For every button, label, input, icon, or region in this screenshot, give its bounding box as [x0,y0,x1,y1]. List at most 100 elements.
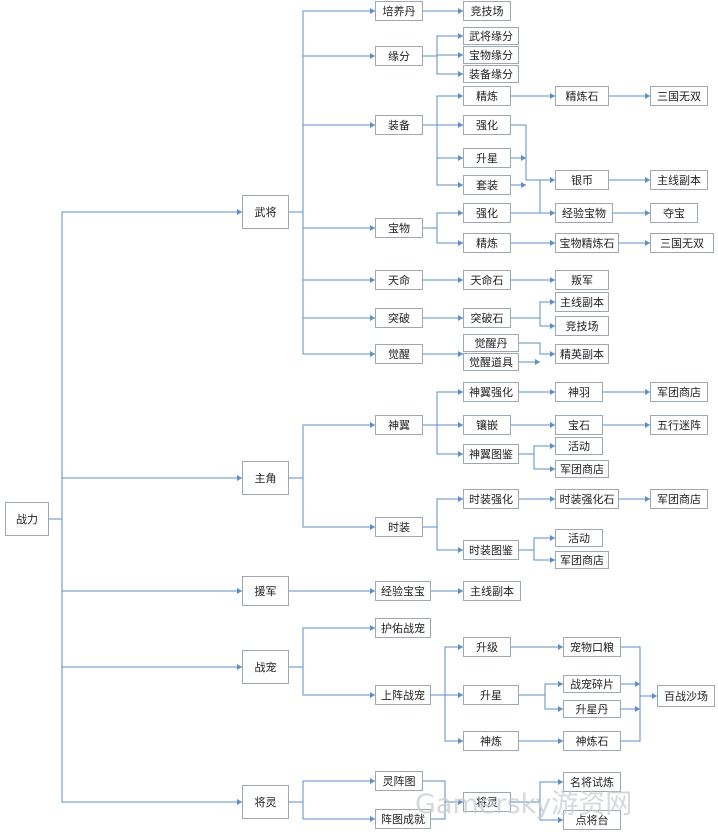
connector-15 [436,56,463,75]
arrowhead-77 [558,779,563,785]
node-zhuxian3: 主线副本 [463,581,521,601]
arrowhead-58 [370,588,375,594]
node-yuanjun: 援军 [242,576,289,606]
arrowhead-36 [550,299,555,305]
connector-13 [423,35,463,57]
node-wujiang-yf: 武将缘分 [463,27,519,45]
arrowhead-31 [645,240,650,246]
node-taozhuang: 套装 [463,175,511,195]
node-jiangling2: 将灵 [463,792,511,812]
connector-36 [511,301,555,319]
connector-0 [49,211,242,520]
arrowhead-20 [550,93,555,99]
node-huyou: 护佑战宠 [375,618,431,638]
arrowhead-64 [458,738,463,744]
node-qianghua2: 强化 [463,203,511,223]
node-suipian: 战宠碎片 [563,675,621,693]
connector-75 [423,780,463,803]
node-shengji: 升级 [463,637,511,657]
node-peiyangdan: 培养丹 [375,1,423,21]
arrowhead-54 [550,496,555,502]
arrowhead-44 [458,422,463,428]
connector-42 [302,478,375,528]
arrowhead-62 [458,644,463,650]
arrowhead-56 [550,535,555,541]
node-shengxingdan: 升星丹 [563,700,621,718]
node-juexingdan: 觉醒丹 [463,334,519,352]
node-sanguo1: 三国无双 [650,86,708,106]
arrowhead-60 [370,625,375,631]
arrowhead-42 [370,524,375,530]
connector-4 [61,519,242,803]
node-zhanchong: 战宠 [242,650,289,684]
node-shangzhen: 上阵战宠 [375,685,431,705]
arrowhead-37 [550,323,555,329]
arrowhead-70 [635,681,640,687]
node-baoshi: 宝石 [555,415,603,435]
connector-62 [431,646,463,696]
connector-53 [436,527,463,551]
node-jingyan-baowu: 经验宝物 [555,203,613,223]
node-wujiang: 武将 [242,195,289,229]
arrowhead-21 [645,93,650,99]
node-jingying: 精英副本 [555,344,609,364]
arrowhead-46 [550,389,555,395]
arrowhead-19 [458,182,463,188]
connector-77 [511,781,563,803]
connector-51 [533,454,555,470]
node-juntuan1: 军团商店 [650,382,708,402]
arrowhead-47 [645,389,650,395]
connector-67 [544,695,563,710]
node-zhuxian2: 主线副本 [555,292,609,312]
arrowhead-4 [237,799,242,805]
arrowhead-0 [237,209,242,215]
node-xiangqian: 镶嵌 [463,415,511,435]
node-kouliang: 宠物口粮 [563,637,621,657]
node-zhentu-cj: 阵图成就 [375,809,431,829]
arrowhead-68 [558,738,563,744]
arrowhead-11 [370,351,375,357]
arrowhead-75 [458,799,463,805]
arrowhead-59 [458,588,463,594]
node-qianghua1: 强化 [463,115,511,135]
arrowhead-14 [458,52,463,58]
node-shenyi-qh: 神翼强化 [463,382,519,402]
node-shenyi: 神翼 [375,415,423,435]
node-jingjichang2: 竞技场 [555,316,609,336]
arrowhead-6 [370,53,375,59]
node-zhuangbei-yf: 装备缘分 [463,65,519,83]
node-jingyan-baobao: 经验宝宝 [375,581,431,601]
connector-22 [511,124,555,181]
arrowhead-50 [550,443,555,449]
arrowhead-12 [458,8,463,14]
node-huodong1: 活动 [555,437,603,455]
arrowhead-27 [458,240,463,246]
arrowhead-15 [458,71,463,77]
node-zhuangbei: 装备 [375,115,423,135]
node-shengxing1: 升星 [463,148,511,168]
node-shenyi-tj: 神翼图鉴 [463,444,519,464]
node-shenyu: 神羽 [555,382,603,402]
arrowhead-71 [635,706,640,712]
node-tupo: 突破 [375,308,423,328]
arrowhead-9 [370,277,375,283]
node-baowu-yf: 宝物缘分 [463,46,519,64]
arrowhead-63 [458,692,463,698]
node-jinglian1: 精炼 [463,86,511,106]
connector-74 [302,802,375,820]
arrowhead-45 [458,451,463,457]
node-mingjiang: 名将试炼 [563,772,621,792]
arrowhead-24 [521,182,526,188]
arrowhead-65 [558,644,563,650]
node-tianming: 天命 [375,270,423,290]
arrowhead-28 [550,210,555,216]
node-shizhuang-tj: 时装图鉴 [463,540,519,560]
connector-60 [289,627,375,668]
arrowhead-13 [458,33,463,39]
watermark: Gamersky游资网 [415,789,633,820]
arrowhead-51 [550,466,555,472]
arrowhead-25 [645,177,650,183]
node-sanguo2: 三国无双 [650,233,714,253]
node-juntuan3: 军团商店 [650,489,708,509]
arrowhead-34 [550,277,555,283]
